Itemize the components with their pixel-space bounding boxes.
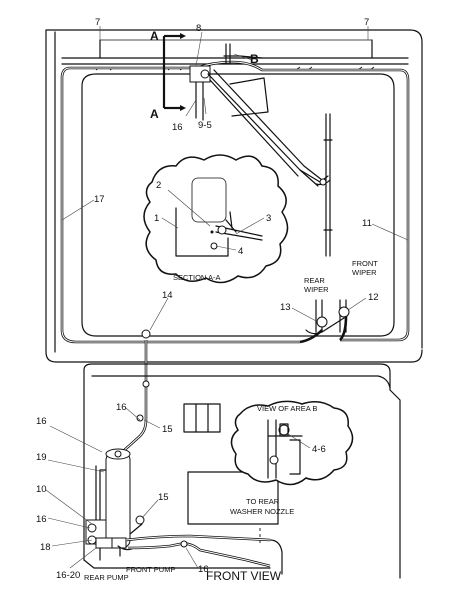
- washer-hose-vertical: [110, 329, 151, 471]
- leader-lines: [45, 26, 409, 569]
- label-front-view: FRONT VIEW: [206, 569, 282, 583]
- callout-7-left: 7: [95, 17, 100, 28]
- section-a-line: A A: [150, 29, 186, 121]
- callout-14: 14: [162, 290, 173, 301]
- callout-16-left: 16: [36, 416, 47, 427]
- callout-9-5: 9-5: [198, 120, 212, 131]
- label-front-wiper-1: FRONT: [352, 259, 378, 268]
- callout-3: 3: [266, 213, 271, 224]
- callout-7-right: 7: [364, 17, 369, 28]
- section-aa-detail: SECTION A-A: [143, 154, 289, 284]
- callout-12: 12: [368, 292, 379, 303]
- callout-18: 18: [40, 542, 51, 553]
- front-wiper-blade: [315, 113, 333, 257]
- callout-1: 1: [154, 213, 159, 224]
- label-rear-wiper-2: WIPER: [304, 285, 329, 294]
- label-rear-wiper-1: REAR: [304, 276, 325, 285]
- area-b-detail: VIEW OF AREA B: [230, 400, 354, 486]
- callout-section-a-top: A: [150, 29, 159, 43]
- callout-4-6: 4-6: [312, 444, 326, 455]
- label-front-wiper-2: WIPER: [352, 268, 377, 277]
- callout-19: 19: [36, 452, 47, 463]
- label-to-rear-2: WASHER NOZZLE: [230, 507, 294, 516]
- label-to-rear-1: TO REAR: [246, 497, 280, 506]
- section-aa-label: SECTION A-A: [173, 273, 221, 282]
- view-area-b-label: VIEW OF AREA B: [257, 404, 317, 413]
- washer-nozzles: [299, 299, 350, 344]
- callout-10: 10: [36, 484, 47, 495]
- label-rear-pump: REAR PUMP: [84, 573, 129, 582]
- callout-section-b: B: [250, 52, 259, 66]
- callout-16-20: 16-20: [56, 570, 80, 581]
- callout-17: 17: [94, 194, 105, 205]
- callout-section-a-bottom: A: [150, 107, 159, 121]
- lower-cab: [83, 363, 401, 579]
- callout-8: 8: [196, 23, 201, 34]
- callout-11: 11: [362, 218, 372, 229]
- text-labels: FRONT WIPER REAR WIPER TO REAR WASHER NO…: [84, 259, 378, 583]
- callout-16-mid: 16: [116, 402, 127, 413]
- callout-numbers: 7 7 8 B 16 9-5 2 1 3 4 17 11 14 13 12 16…: [36, 17, 379, 581]
- callout-16-low: 16: [36, 514, 47, 525]
- callout-16-top: 16: [172, 122, 183, 133]
- callout-2: 2: [156, 180, 161, 191]
- callout-15-low: 15: [158, 492, 169, 503]
- callout-16-bottom: 16: [198, 564, 209, 575]
- callout-15-mid: 15: [162, 424, 173, 435]
- label-front-pump: FRONT PUMP: [126, 565, 175, 574]
- callout-4: 4: [238, 246, 243, 257]
- callout-13: 13: [280, 302, 291, 313]
